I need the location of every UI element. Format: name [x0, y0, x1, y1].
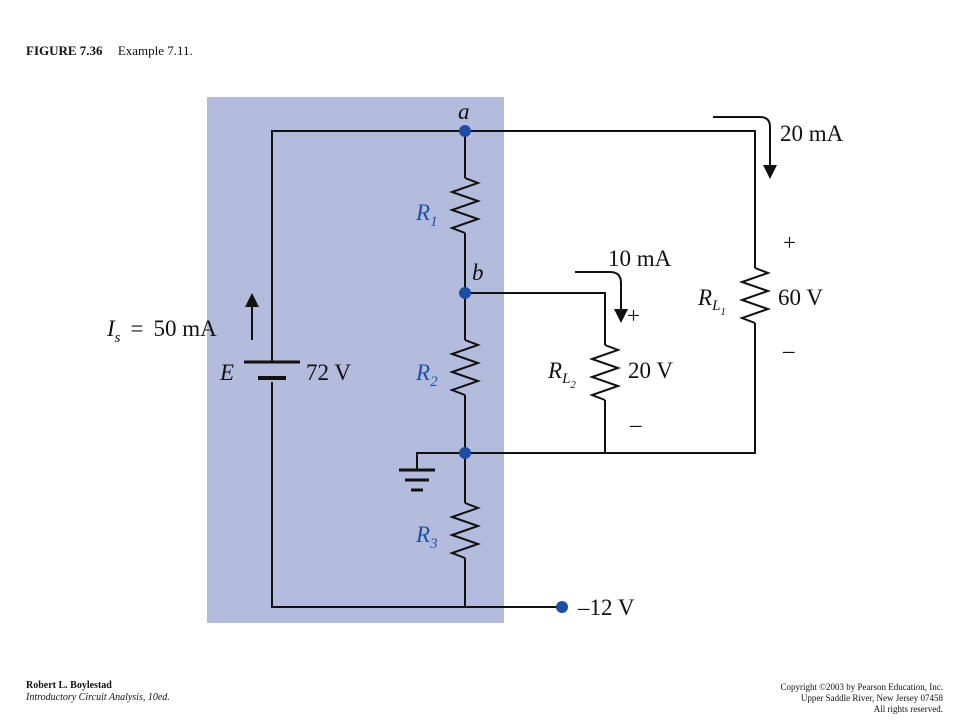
output-node-dot	[556, 601, 568, 613]
rl2-current-label: 10 mA	[608, 246, 672, 271]
source-name-label: E	[219, 360, 234, 385]
rl1-minus-label: –	[782, 338, 795, 363]
shaded-region	[207, 97, 504, 623]
figure-header: FIGURE 7.36 Example 7.11.	[26, 43, 193, 59]
source-current-label: Is=50 mA	[106, 316, 217, 346]
copyright-line-1: Copyright ©2003 by Pearson Education, In…	[780, 682, 943, 692]
copyright-line-3: All rights reserved.	[873, 704, 943, 714]
source-value-label: 72 V	[306, 360, 351, 385]
footer-author: Robert L. Boylestad Introductory Circuit…	[26, 680, 170, 704]
left-wire	[271, 130, 465, 362]
node-a-dot	[459, 125, 471, 137]
copyright-line-2: Upper Saddle River, New Jersey 07458	[800, 693, 943, 703]
ground-node-dot	[459, 447, 471, 459]
node-b-label: b	[472, 260, 484, 285]
figure-label: FIGURE 7.36	[26, 43, 103, 58]
rl2-plus-label: +	[627, 303, 640, 328]
r2-label: R2	[415, 360, 438, 390]
rl2-minus-label: –	[629, 412, 642, 437]
rl1-voltage-label: 60 V	[778, 285, 823, 310]
r1-label: R1	[415, 200, 438, 230]
rl2-current-arrow	[575, 271, 628, 323]
figure-caption: Example 7.11.	[117, 43, 193, 58]
node-a-label: a	[458, 99, 470, 124]
resistor-r1	[448, 177, 482, 234]
ground-wire	[416, 452, 465, 470]
resistor-rl1	[738, 267, 772, 324]
rl1-plus-label: +	[783, 230, 796, 255]
node-b-dot	[459, 287, 471, 299]
wire-rl1-bottom	[465, 323, 756, 454]
rl2-voltage-label: 20 V	[628, 358, 673, 383]
rl1-label: RL1	[697, 285, 726, 318]
author-name: Robert L. Boylestad	[26, 680, 112, 691]
rl2-label: RL2	[547, 358, 576, 391]
book-title: Introductory Circuit Analysis, 10ed.	[26, 692, 170, 703]
wire-b-rl2	[465, 292, 606, 345]
output-voltage-label: –12 V	[577, 595, 635, 620]
footer-copyright: Copyright ©2003 by Pearson Education, In…	[780, 682, 943, 715]
rl1-current-label: 20 mA	[780, 121, 844, 146]
resistor-rl2	[588, 344, 622, 401]
resistor-r2	[448, 339, 482, 396]
rl1-current-arrow	[713, 116, 777, 179]
wire-a-rl1	[465, 130, 756, 268]
resistor-r3	[448, 502, 482, 559]
r3-label: R3	[415, 522, 438, 552]
